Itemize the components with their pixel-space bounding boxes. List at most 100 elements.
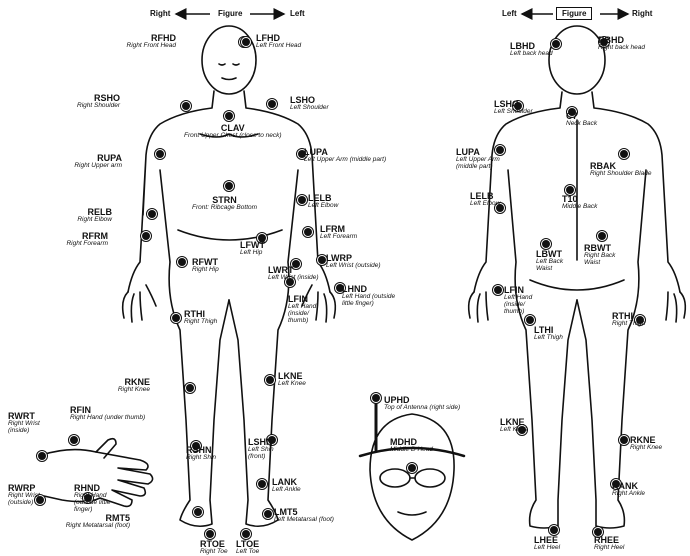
front-lfhd-description: Left Front Head bbox=[256, 43, 301, 50]
front-lfwt-description: Left Hip bbox=[240, 250, 265, 257]
front-lfrm-marker bbox=[304, 228, 312, 236]
back-header-left: Left bbox=[502, 9, 517, 18]
back-header-figure: Figure bbox=[556, 7, 592, 20]
back-lbwt-marker bbox=[542, 240, 550, 248]
front-relb-description: Right Elbow bbox=[77, 217, 112, 224]
hand-rwrp-description: Right Wrist (outside) bbox=[8, 493, 42, 507]
front-header-left: Left bbox=[290, 9, 305, 18]
back-lsho-description: Left Shoulder bbox=[494, 109, 533, 116]
front-lsho-description: Left Shoulder bbox=[290, 105, 329, 112]
back-lthi-marker bbox=[526, 316, 534, 324]
front-ltoe-marker bbox=[242, 530, 250, 538]
back-t10-description: Middle Back bbox=[562, 204, 597, 211]
front-clav-label: CLAVFront Upper Chest (close to neck) bbox=[184, 124, 282, 140]
back-lhee-description: Left Heel bbox=[534, 545, 560, 552]
front-rkne-marker bbox=[186, 384, 194, 392]
back-lthi-description: Left Thigh bbox=[534, 335, 563, 342]
front-rfrm-marker bbox=[142, 232, 150, 240]
back-c7-description: Neck Back bbox=[566, 121, 597, 128]
front-rtoe-marker bbox=[206, 530, 214, 538]
back-lsho-label: LSHOLeft Shoulder bbox=[494, 100, 533, 116]
hand-rwrt-label: RWRTRight Wrist (inside) bbox=[8, 412, 42, 435]
hand-rhnd-label: RHNDRight Hand (outside little finger) bbox=[74, 484, 118, 514]
front-strn-label: STRNFront: Ribcage Bottom bbox=[192, 196, 257, 212]
front-rsho-label: RSHORight Shoulder bbox=[77, 94, 120, 110]
front-rfrm-description: Right Forearm bbox=[66, 241, 108, 248]
front-rsho-marker bbox=[182, 102, 190, 110]
front-lelb-marker bbox=[298, 196, 306, 204]
head-uphd-description: Top of Antenna (right side) bbox=[384, 405, 460, 412]
head-mdhd-description: Middle D Head bbox=[390, 447, 433, 454]
front-header-figure: Figure bbox=[218, 9, 242, 18]
back-rbhd-description: Right back head bbox=[598, 45, 645, 52]
back-lbhd-description: Left back head bbox=[510, 51, 553, 58]
front-lfhd-label: LFHDLeft Front Head bbox=[256, 34, 301, 50]
back-rbwt-label: RBWTRight Back Waist bbox=[584, 244, 624, 267]
back-rthi-description: Right Thigh bbox=[612, 321, 645, 328]
back-lelb-description: Left Elbow bbox=[470, 201, 500, 208]
back-rbhd-label: RBHDRight back head bbox=[598, 36, 645, 52]
back-t10-marker bbox=[566, 186, 574, 194]
front-lfrm-label: LFRMLeft Forearm bbox=[320, 225, 357, 241]
front-lmt5-marker bbox=[264, 510, 272, 518]
hand-rwrt-description: Right Wrist (inside) bbox=[8, 421, 42, 435]
head-uphd-marker bbox=[372, 394, 380, 402]
back-rkne-marker bbox=[620, 436, 628, 444]
front-rfwt-description: Right Hip bbox=[192, 267, 219, 274]
back-header-right: Right bbox=[632, 9, 652, 18]
front-rthi-marker bbox=[172, 314, 180, 322]
front-rthi-description: Right Thigh bbox=[184, 319, 217, 326]
back-rbak-description: Right Shoulder Blade bbox=[590, 171, 651, 178]
back-lelb-label: LELBLeft Elbow bbox=[470, 192, 500, 208]
head-uphd-label: UPHDTop of Antenna (right side) bbox=[384, 396, 460, 412]
front-lwrt-label: LWRTLeft Wrist (inside) bbox=[268, 266, 319, 282]
front-clav-description: Front Upper Chest (close to neck) bbox=[184, 133, 282, 140]
back-lbwt-description: Left Back Waist bbox=[536, 259, 576, 273]
back-lkne-label: LKNELeft Knee bbox=[500, 418, 528, 434]
front-rupa-label: RUPARight Upper arm bbox=[74, 154, 122, 170]
hand-rwrp-label: RWRPRight Wrist (outside) bbox=[8, 484, 42, 507]
front-rupa-description: Right Upper arm bbox=[74, 163, 122, 170]
front-lwrt-description: Left Wrist (inside) bbox=[268, 275, 319, 282]
back-rbak-marker bbox=[620, 150, 628, 158]
back-lfin-description: Left Hand (inside/ thumb) bbox=[504, 295, 534, 315]
back-rkne-description: Right Knee bbox=[630, 445, 662, 452]
head-mdhd-marker bbox=[408, 464, 416, 472]
front-lhnd-description: Left Hand (outside little finger) bbox=[342, 294, 400, 308]
front-lwrp-description: Left Wrist (outside) bbox=[326, 263, 381, 270]
back-lupa-description: Left Upper Arm (middle part) bbox=[456, 157, 506, 171]
back-lfin-marker bbox=[494, 286, 502, 294]
hand-rwrt-marker bbox=[38, 452, 46, 460]
front-lmt5-label: LMT5Left Metatarsal (foot) bbox=[274, 508, 334, 524]
front-rmt5-label: RMT5Right Metatarsal (foot) bbox=[66, 514, 130, 530]
front-lelb-label: LELBLeft Elbow bbox=[308, 194, 338, 210]
back-t10-label: T10Middle Back bbox=[562, 195, 597, 211]
front-lank-marker bbox=[258, 480, 266, 488]
